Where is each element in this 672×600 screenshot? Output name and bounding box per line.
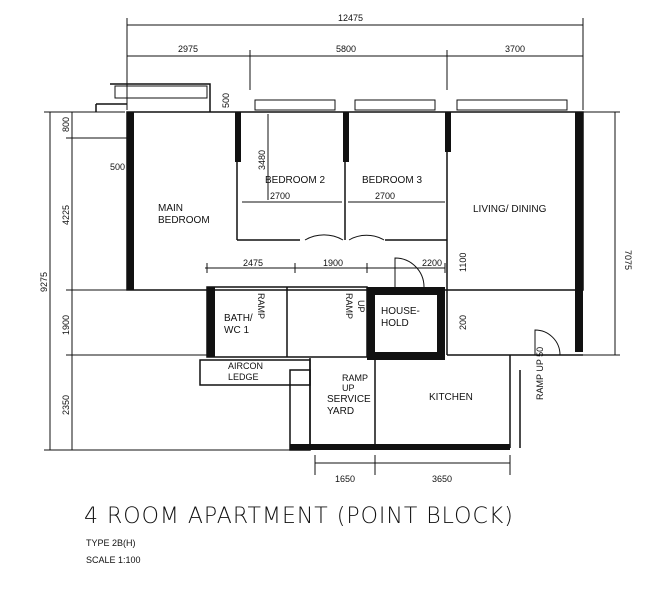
room-bath1-2: WC 1 [224, 325, 249, 336]
dim-top-2: 5800 [336, 44, 356, 54]
windows-doors [114, 85, 568, 356]
dimension-labels: 12475 2975 5800 3700 9275 800 4225 1900 … [39, 13, 633, 484]
plan-scale: SCALE 1:100 [86, 555, 141, 565]
dim-bed2-depth: 3480 [257, 150, 267, 170]
dim-inner-3: 2200 [422, 258, 442, 268]
dim-left-1: 800 [61, 117, 71, 132]
room-main-bedroom-2: BEDROOM [158, 215, 210, 226]
plan-type: TYPE 2B(H) [86, 538, 136, 548]
plan-title: 4 ROOM APARTMENT (POINT BLOCK) [84, 504, 514, 529]
dim-left-total: 9275 [39, 272, 49, 292]
dim-inner-1: 2475 [243, 258, 263, 268]
room-household-1: HOUSE- [381, 306, 420, 317]
dim-hh-side: 200 [458, 315, 468, 330]
room-main-bedroom-1: MAIN [158, 203, 183, 214]
dim-total-width: 12475 [338, 13, 363, 23]
room-ledge-2: LEDGE [228, 372, 259, 382]
room-bedroom-2: BEDROOM 2 [265, 175, 325, 186]
dim-bed2-width: 2700 [270, 191, 290, 201]
dim-top-1: 2975 [178, 44, 198, 54]
dim-left-2: 4225 [61, 205, 71, 225]
room-household-2: HOLD [381, 318, 409, 329]
dim-bottom-2: 3650 [432, 474, 452, 484]
dim-top-3: 3700 [505, 44, 525, 54]
room-living: LIVING/ DINING [473, 204, 547, 215]
dim-500b: 500 [221, 93, 231, 108]
dimension-lines [44, 18, 620, 475]
dim-living-small: 1100 [458, 253, 468, 272]
room-bedroom-3: BEDROOM 3 [362, 175, 422, 186]
dim-bed3-width: 2700 [375, 191, 395, 201]
room-kitchen: KITCHEN [429, 392, 473, 403]
room-labels: MAIN BEDROOM BEDROOM 2 BEDROOM 3 LIVING/… [158, 175, 547, 417]
room-service-yard-1: SERVICE [327, 394, 371, 405]
ramp-right: RAMP UP 50 [535, 347, 545, 400]
room-bath1-1: BATH/ [224, 313, 253, 324]
dim-500a: 500 [110, 162, 125, 172]
dim-inner-2: 1900 [323, 258, 343, 268]
dim-bottom-1: 1650 [335, 474, 355, 484]
ramp-bath2: RAMP [344, 293, 354, 319]
dim-left-4: 2350 [61, 395, 71, 415]
ramp-label-1: RAMP [342, 373, 368, 383]
dim-left-3: 1900 [61, 315, 71, 335]
up-bath2: UP [356, 300, 366, 313]
room-ledge-1: AIRCON [228, 361, 263, 371]
ramp-label-2: UP [342, 383, 355, 393]
dim-right-total: 7075 [623, 250, 633, 270]
room-service-yard-2: YARD [327, 406, 354, 417]
ramp-bath1: RAMP [256, 293, 266, 319]
